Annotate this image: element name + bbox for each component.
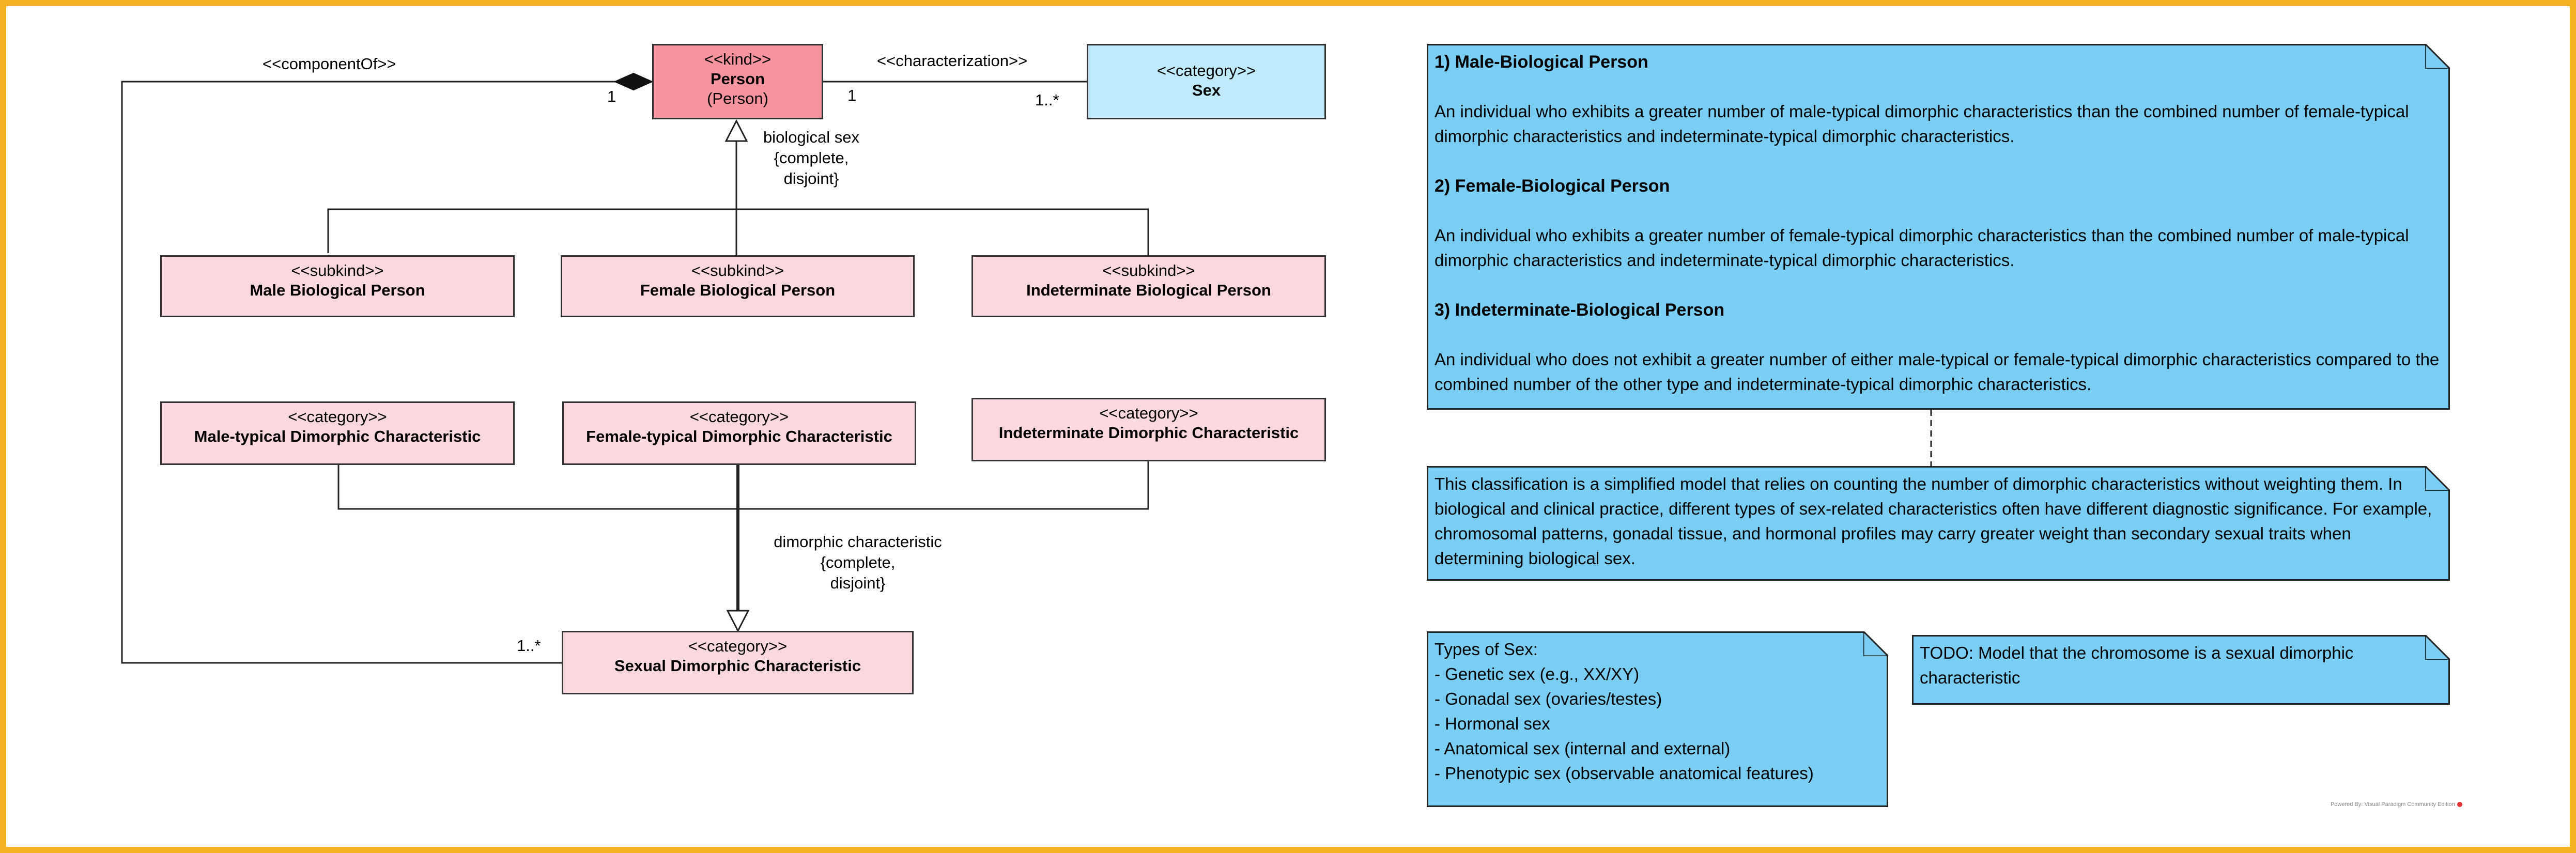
stereotype-label: <<category>> xyxy=(689,408,789,426)
powered-by-footer: Powered By: Visual Paradigm Community Ed… xyxy=(2331,801,2462,808)
class-male-typical-dimorphic-characteristic[interactable]: <<category>> Male-typical Dimorphic Char… xyxy=(160,401,515,465)
characterization-multiplicity-person: 1 xyxy=(847,86,857,104)
types-item: - Phenotypic sex (observable anatomical … xyxy=(1434,764,1814,783)
gen-set-constraint-2: disjoint} xyxy=(783,169,839,188)
generalization-arrow-icon xyxy=(724,119,748,142)
types-item: - Gonadal sex (ovaries/testes) xyxy=(1434,689,1662,708)
generalization-set-biological-sex: biological sex {complete, disjoint} xyxy=(754,127,868,189)
generalization-biological-sex[interactable] xyxy=(327,208,1149,255)
component-of-multiplicity-person: 1 xyxy=(607,87,616,105)
note-fold-icon xyxy=(2425,44,2450,69)
stereotype-label: <<category>> xyxy=(288,408,387,426)
note-fold-icon xyxy=(1863,631,1888,656)
types-item: - Genetic sex (e.g., XX/XY) xyxy=(1434,664,1640,684)
definition-text-indeterminate: An individual who does not exhibit a gre… xyxy=(1434,350,2440,394)
note-fold-icon xyxy=(2425,466,2450,491)
definition-heading-indeterminate: 3) Indeterminate-Biological Person xyxy=(1434,300,1725,320)
stereotype-label: <<subkind>> xyxy=(291,261,384,280)
class-female-typical-dimorphic-characteristic[interactable]: <<category>> Female-typical Dimorphic Ch… xyxy=(562,401,916,465)
class-indeterminate-biological-person[interactable]: <<subkind>> Indeterminate Biological Per… xyxy=(971,255,1326,317)
class-subtitle: (Person) xyxy=(707,89,768,107)
gen-set-constraint-1: {complete, xyxy=(774,149,849,167)
stereotype-label: <<kind>> xyxy=(704,50,772,68)
note-todo[interactable]: TODO: Model that the chromosome is a sex… xyxy=(1912,635,2450,705)
stereotype-label: <<category>> xyxy=(1156,61,1256,80)
class-female-biological-person[interactable]: <<subkind>> Female Biological Person xyxy=(561,255,915,317)
note-definitions[interactable]: 1) Male-Biological Person An individual … xyxy=(1427,44,2450,410)
note-fold-icon xyxy=(2425,635,2450,660)
component-of-multiplicity-characteristic: 1..* xyxy=(517,637,541,655)
composition-diamond-icon xyxy=(613,72,654,91)
characterization-label: <<characterization>> xyxy=(877,52,1028,70)
class-male-biological-person[interactable]: <<subkind>> Male Biological Person xyxy=(160,255,515,317)
class-name: Sexual Dimorphic Characteristic xyxy=(614,657,861,675)
types-item: - Hormonal sex xyxy=(1434,714,1550,733)
class-name: Sex xyxy=(1192,81,1221,99)
definition-heading-female: 2) Female-Biological Person xyxy=(1434,176,1670,196)
stereotype-label: <<subkind>> xyxy=(691,261,784,280)
class-person[interactable]: <<kind>> Person (Person) xyxy=(652,44,823,119)
types-title: Types of Sex: xyxy=(1434,640,1538,659)
types-item: - Anatomical sex (internal and external) xyxy=(1434,739,1731,758)
todo-text: TODO: Model that the chromosome is a sex… xyxy=(1920,643,2354,687)
class-name: Male Biological Person xyxy=(250,281,425,299)
classification-text: This classification is a simplified mode… xyxy=(1434,474,2432,568)
definition-text-male: An individual who exhibits a greater num… xyxy=(1434,102,2409,146)
generalization-set-dimorphic-characteristic: dimorphic characteristic {complete, disj… xyxy=(760,532,956,594)
characterization-multiplicity-sex: 1..* xyxy=(1035,91,1059,109)
powered-by-text: Powered By: Visual Paradigm Community Ed… xyxy=(2331,801,2455,808)
generalization-arrow-icon-2 xyxy=(726,610,750,633)
gen-set-name: dimorphic characteristic xyxy=(774,533,942,551)
class-name: Male-typical Dimorphic Characteristic xyxy=(194,427,481,445)
component-of-label: <<componentOf>> xyxy=(263,55,396,73)
note-types-of-sex[interactable]: Types of Sex: - Genetic sex (e.g., XX/XY… xyxy=(1427,631,1888,807)
definition-heading-male: 1) Male-Biological Person xyxy=(1434,52,1648,72)
component-of-association[interactable] xyxy=(121,81,652,664)
definition-text-female: An individual who exhibits a greater num… xyxy=(1434,226,2409,270)
gen-set-constraint-2: disjoint} xyxy=(830,574,886,592)
gen-set-constraint-1: {complete, xyxy=(820,553,896,571)
class-name: Indeterminate Biological Person xyxy=(1026,281,1271,299)
class-name: Indeterminate Dimorphic Characteristic xyxy=(998,424,1299,442)
class-name: Person xyxy=(710,70,765,88)
gen-set-name: biological sex xyxy=(763,128,860,146)
generalization-dimorphic-characteristic[interactable] xyxy=(337,461,1149,510)
class-sexual-dimorphic-characteristic[interactable]: <<category>> Sexual Dimorphic Characteri… xyxy=(562,631,914,694)
stereotype-label: <<category>> xyxy=(688,637,788,655)
stereotype-label: <<category>> xyxy=(1099,404,1198,422)
note-classification[interactable]: This classification is a simplified mode… xyxy=(1427,466,2450,581)
class-sex[interactable]: <<category>> Sex xyxy=(1087,44,1326,119)
vp-logo-icon xyxy=(2457,802,2462,808)
class-name: Female-typical Dimorphic Characteristic xyxy=(586,427,892,445)
class-indeterminate-dimorphic-characteristic[interactable]: <<category>> Indeterminate Dimorphic Cha… xyxy=(971,398,1326,461)
class-name: Female Biological Person xyxy=(640,281,836,299)
stereotype-label: <<subkind>> xyxy=(1102,261,1195,280)
